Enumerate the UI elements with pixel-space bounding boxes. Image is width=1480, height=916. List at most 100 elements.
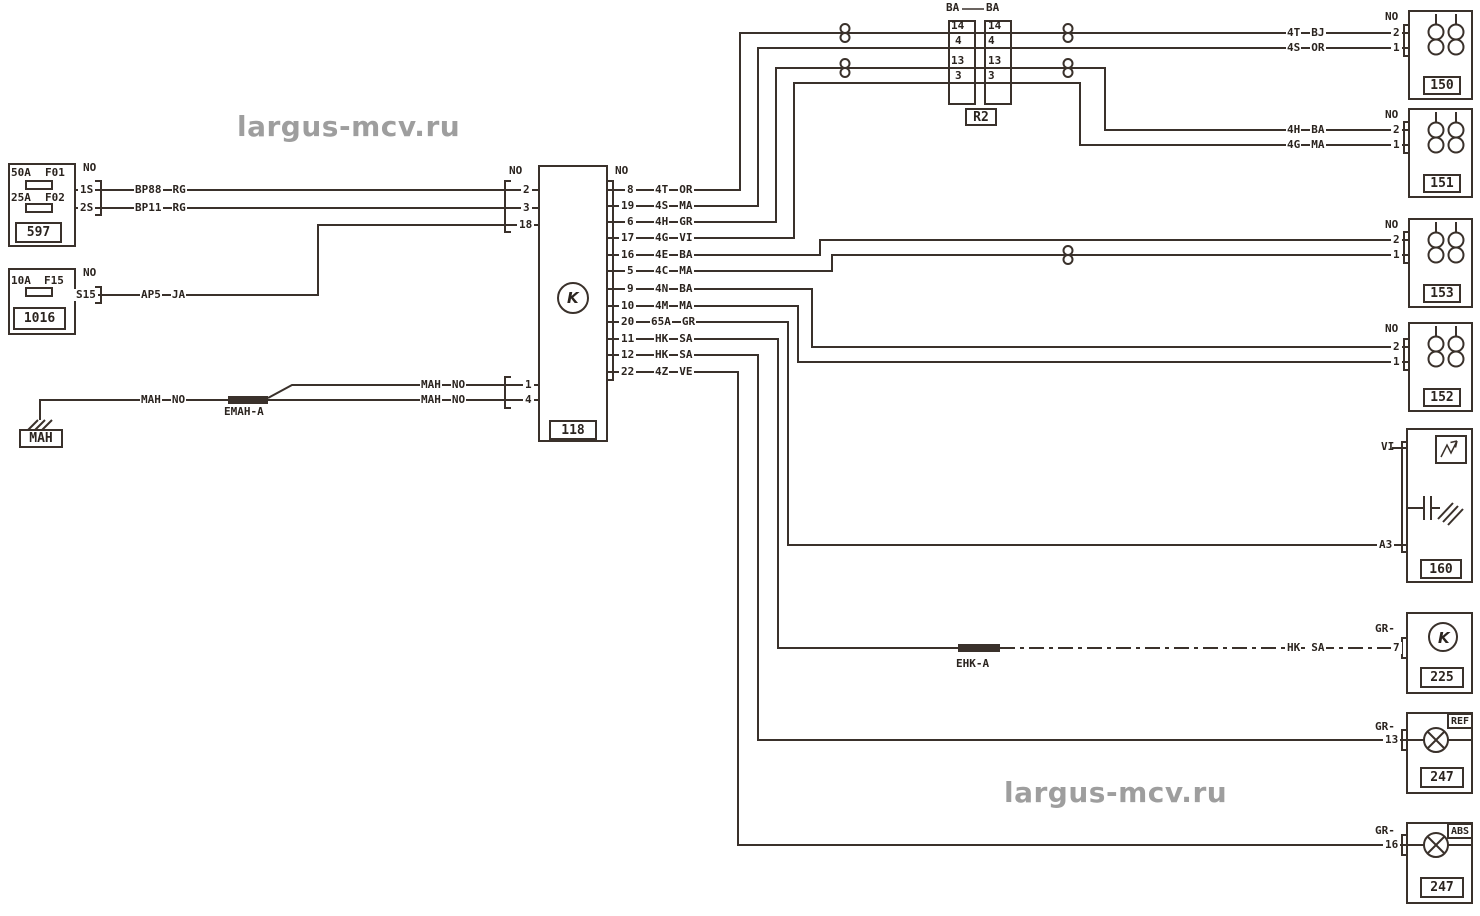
pin-118-3: 3	[521, 201, 532, 214]
splice-emah-a-label: EMAH-A	[224, 405, 264, 418]
fuse-f01-rating: 50A	[11, 166, 31, 179]
wire-color: SA	[1310, 641, 1326, 654]
abs-lamp-icon	[1423, 832, 1449, 858]
unit160-sensor-icon	[1435, 435, 1467, 464]
pin-118-8: 8	[625, 183, 636, 196]
wire-color: MA	[1310, 138, 1326, 151]
fuse-f02-icon	[25, 203, 53, 213]
pin-151-1: 1	[1391, 138, 1402, 151]
twisted-pair-icon	[1062, 23, 1074, 43]
connector-118-left-no: NO	[509, 164, 523, 177]
bracket-152	[1403, 338, 1410, 371]
connector-1016-no: NO	[83, 266, 97, 279]
wire-4h-ba	[1012, 67, 1408, 131]
r2-right-box	[984, 20, 1012, 105]
unit160-symbols	[1406, 435, 1467, 526]
bracket-597	[95, 180, 102, 216]
component-153-box	[1408, 218, 1473, 308]
wire-color: MA	[678, 264, 694, 277]
wire-p9	[608, 288, 1408, 348]
unit225-k-logo-icon	[1428, 622, 1458, 652]
wire-ap5	[76, 224, 538, 296]
wire-code: 4C	[654, 264, 670, 277]
wire-p17	[608, 82, 948, 239]
connector-160-vi: VI	[1381, 440, 1395, 453]
pin-118-19: 19	[619, 199, 637, 212]
wire-code: HK	[654, 332, 670, 345]
pin-r2-l13: 13	[951, 54, 965, 67]
pin-118-10: 10	[619, 299, 637, 312]
unit153-coil-icon	[1427, 222, 1465, 264]
unit118-k-glyph: K	[567, 289, 579, 307]
wire-color: VE	[678, 365, 694, 378]
pin-118-17: 17	[619, 231, 637, 244]
wire-color: SA	[678, 332, 694, 345]
wire-code: BP11	[134, 201, 163, 214]
connector-150-no: NO	[1385, 10, 1399, 23]
bracket-151	[1403, 121, 1410, 154]
wire-color: BA	[678, 282, 694, 295]
watermark-bottom: largus-mcv.ru	[1004, 776, 1228, 809]
component-247-ref-box	[1406, 712, 1473, 794]
component-id-118: 118	[549, 420, 597, 440]
splice-ehk-a-label: EHK-A	[956, 657, 990, 670]
pin-247-ref-13: 13	[1383, 733, 1401, 746]
wires	[39, 32, 1472, 846]
component-id-160: 160	[1420, 559, 1462, 579]
wire-mah-pin1	[267, 384, 538, 399]
pin-118-4: 4	[523, 393, 534, 406]
pin-118-2: 2	[521, 183, 532, 196]
pin-118-16: 16	[619, 248, 637, 261]
component-id-247-ref: 247	[1420, 767, 1464, 788]
pin-r2-r3: 3	[988, 69, 995, 82]
coil-icons	[1427, 14, 1465, 368]
wire-code: HK	[1286, 641, 1302, 654]
unit152-coil-icon	[1427, 326, 1465, 368]
twisted-pair-icon	[1062, 245, 1074, 265]
wire-color: JA	[170, 288, 187, 301]
wire-color: SA	[678, 348, 694, 361]
bracket-247-abs	[1401, 834, 1408, 856]
pin-1016-s15: S15	[74, 288, 98, 301]
pin-118-1: 1	[523, 378, 534, 391]
component-247-abs-box	[1406, 822, 1473, 904]
wire-label-hk-sa-225: HK SA	[1286, 642, 1326, 654]
wire-code: MAH	[140, 393, 162, 406]
pin-118-20: 20	[619, 315, 637, 328]
pin-r2-l4: 4	[955, 34, 962, 47]
wire-color: NO	[170, 393, 187, 406]
wire-color: MA	[678, 199, 694, 212]
pin-151-2: 2	[1391, 123, 1402, 136]
wire-code: 4Z	[654, 365, 670, 378]
wire-code: 4G	[654, 231, 670, 244]
unit150-coil-icon	[1427, 14, 1465, 56]
wire-color: MA	[678, 299, 694, 312]
component-id-151: 151	[1423, 174, 1461, 193]
connector-brackets	[95, 24, 1410, 856]
wire-p22	[608, 371, 1408, 846]
component-151-box	[1408, 108, 1473, 198]
bracket-247-ref	[1401, 729, 1408, 751]
twisted-pair-icon	[839, 58, 851, 78]
fuse-f02-rating: 25A	[11, 191, 31, 204]
bracket-153	[1403, 231, 1410, 264]
unit225-k-glyph: K	[1438, 629, 1450, 647]
pin-118-9: 9	[625, 282, 636, 295]
k-logo-circles	[557, 282, 1458, 652]
wire-color: BA	[678, 248, 694, 261]
pin-r2-r13: 13	[988, 54, 1002, 67]
component-152-box	[1408, 322, 1473, 412]
wire-code: MAH	[420, 378, 442, 391]
bracket-225	[1401, 637, 1408, 659]
fuse-f15-name: F15	[44, 274, 64, 287]
wire-p8	[608, 32, 948, 191]
